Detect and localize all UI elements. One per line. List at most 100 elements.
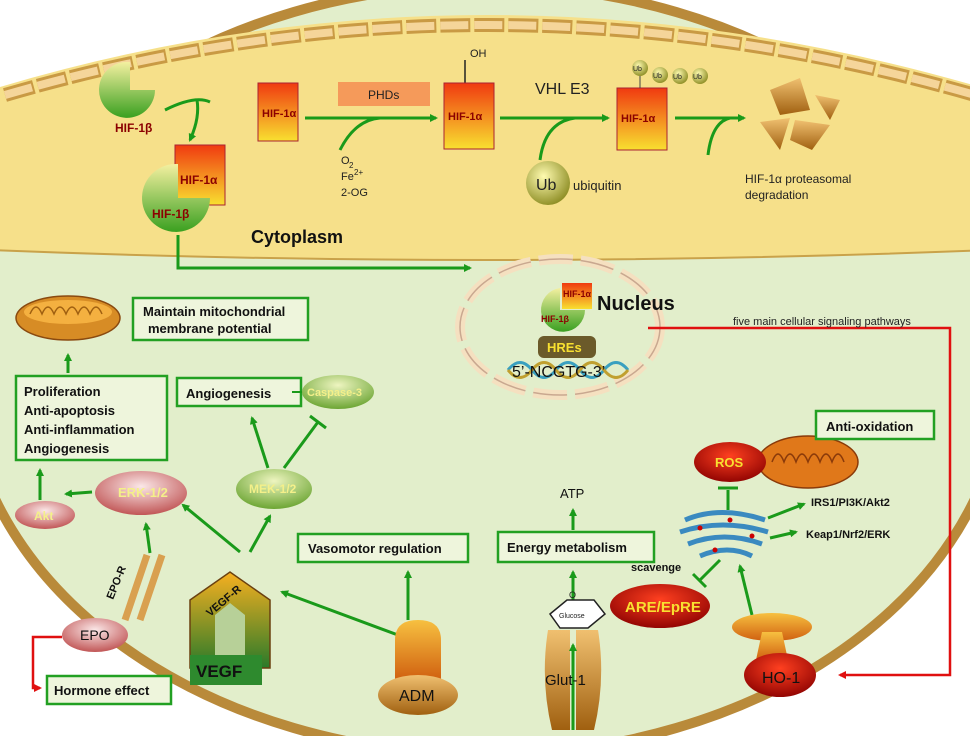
- akt-pill: Akt: [15, 501, 75, 529]
- inhibit-are-bar: [691, 572, 708, 589]
- hif1a-box-3: HIF-1α Ub Ub Ub Ub: [616, 60, 708, 151]
- anti-oxidation-box: Anti-oxidation: [814, 409, 936, 441]
- svg-text:HIF-1α: HIF-1α: [262, 108, 297, 120]
- svg-text:Ub: Ub: [653, 73, 662, 80]
- energy-box: Energy metabolism: [496, 530, 656, 564]
- arrow-keap: [769, 529, 798, 540]
- ubiquitin-ball: Ub ubiquitin: [526, 161, 621, 205]
- svg-text:Ub: Ub: [673, 74, 682, 81]
- arrow-bind2: [188, 99, 200, 142]
- svg-text:Fe: Fe: [341, 171, 354, 183]
- inhibit-bar: [309, 414, 327, 430]
- svg-text:Caspase-3: Caspase-3: [307, 387, 362, 399]
- hif1b-top: HIF-1β: [99, 61, 155, 135]
- arrow-mek-angio: [250, 416, 270, 469]
- arrow-irs: [767, 502, 806, 520]
- proteasome-fragments: [760, 78, 840, 150]
- inhibit-are: [698, 558, 722, 582]
- svg-text:HIF-1α: HIF-1α: [180, 173, 218, 187]
- ros-pill: ROS: [694, 442, 766, 482]
- svg-text:Glut-1: Glut-1: [545, 672, 586, 689]
- glut1-transporter: Glut-1: [544, 630, 602, 730]
- arrow-bind: [164, 98, 211, 112]
- svg-text:HIF-1α: HIF-1α: [448, 111, 483, 123]
- are-pill: ARE/EpRE: [610, 584, 710, 628]
- vegf-receptor: VEGF-R VEGF: [189, 571, 271, 685]
- arrow-cofactors: [338, 116, 381, 151]
- svg-text:ERK-1/2: ERK-1/2: [118, 485, 168, 500]
- arrow-ub-in: [538, 116, 576, 161]
- svg-text:ADM: ADM: [399, 688, 435, 705]
- arrow-to-nucleus: [176, 235, 472, 272]
- svg-text:ROS: ROS: [715, 455, 744, 470]
- mitochondrion-right: [757, 435, 859, 489]
- arrow-erk-akt: [64, 489, 93, 498]
- atp-label: ATP: [560, 486, 584, 501]
- svg-text:Anti-oxidation: Anti-oxidation: [826, 419, 913, 434]
- glucose-ring: O Glucose: [548, 590, 607, 629]
- svg-text:O: O: [341, 155, 350, 167]
- svg-text:O: O: [569, 590, 576, 600]
- degradation-label-2: degradation: [745, 188, 808, 202]
- red-signal-line: [648, 326, 952, 679]
- mito-potential-box: Maintain mitochondrial membrane potentia…: [131, 296, 310, 342]
- erk-pill: ERK-1/2: [95, 471, 187, 515]
- svg-text:2-OG: 2-OG: [341, 187, 368, 199]
- degradation-label-1: HIF-1α proteasomal: [745, 172, 851, 186]
- svg-text:EPO: EPO: [80, 627, 110, 643]
- svg-text:Hormone effect: Hormone effect: [54, 683, 150, 698]
- hif1a-box-2: OH HIF-1α: [443, 48, 495, 150]
- svg-text:HIF-1β: HIF-1β: [152, 207, 189, 221]
- hif-dimer-cytoplasm: HIF-1α HIF-1β: [142, 144, 226, 232]
- svg-text:HIF-1β: HIF-1β: [541, 314, 570, 324]
- vhl-label: VHL E3: [535, 81, 590, 98]
- svg-text:Ub: Ub: [633, 66, 642, 73]
- angiogenesis-box: Angiogenesis: [175, 376, 303, 408]
- svg-text:HIF-1α: HIF-1α: [621, 113, 656, 125]
- irs-label: IRS1/PI3K/Akt2: [811, 497, 890, 509]
- svg-text:HIF-1β: HIF-1β: [115, 121, 152, 135]
- svg-text:Maintain mitochondrial: Maintain mitochondrial: [143, 304, 285, 319]
- arrow-adm-vegfr: [280, 590, 407, 640]
- scavenge-label: scavenge: [631, 562, 681, 574]
- nucleus-label: Nucleus: [597, 293, 675, 315]
- svg-text:HREs: HREs: [547, 340, 582, 355]
- svg-text:PHDs: PHDs: [368, 88, 399, 102]
- ho1-protein: HO-1: [732, 613, 816, 697]
- arrow-vegfr-mek: [248, 514, 272, 553]
- er-organelle: [679, 510, 769, 559]
- caspase-pill: Caspase-3: [302, 375, 374, 409]
- svg-text:5’-NCGTG-3’: 5’-NCGTG-3’: [512, 364, 605, 381]
- svg-text:OH: OH: [470, 48, 487, 60]
- inhibit-caspase: [282, 421, 320, 469]
- svg-text:ARE/EpRE: ARE/EpRE: [625, 599, 701, 616]
- arrow-epo-hormone: [31, 635, 62, 692]
- svg-text:Angiogenesis: Angiogenesis: [24, 441, 109, 456]
- vasomotor-box: Vasomotor regulation: [296, 532, 470, 564]
- mitochondrion-left: [15, 295, 121, 341]
- svg-text:HIF-1α: HIF-1α: [563, 289, 592, 299]
- svg-text:Proliferation: Proliferation: [24, 384, 101, 399]
- svg-text:MEK-1/2: MEK-1/2: [249, 482, 297, 496]
- svg-text:ubiquitin: ubiquitin: [573, 178, 621, 193]
- arrow-epor-erk: [142, 522, 152, 554]
- svg-text:Glucose: Glucose: [559, 613, 585, 620]
- svg-text:Akt: Akt: [34, 509, 53, 523]
- svg-text:VEGF: VEGF: [196, 662, 242, 681]
- svg-text:Angiogenesis: Angiogenesis: [186, 386, 271, 401]
- svg-text:Ub: Ub: [536, 177, 557, 194]
- proliferation-box: Proliferation Anti-apoptosis Anti-inflam…: [14, 374, 169, 462]
- hif1a-box-1: HIF-1α: [257, 82, 299, 142]
- five-pathways-label: five main cellular signaling pathways: [733, 316, 911, 328]
- hormone-box: Hormone effect: [45, 674, 173, 706]
- svg-text:2: 2: [349, 161, 354, 170]
- epo-pill: EPO: [62, 618, 128, 652]
- svg-text:Anti-apoptosis: Anti-apoptosis: [24, 403, 115, 418]
- svg-text:Anti-inflammation: Anti-inflammation: [24, 422, 135, 437]
- phds-box: PHDs: [338, 82, 430, 106]
- keap-label: Keap1/Nrf2/ERK: [806, 529, 890, 541]
- svg-text:2+: 2+: [354, 168, 363, 177]
- arrow-degradation-in: [706, 116, 731, 156]
